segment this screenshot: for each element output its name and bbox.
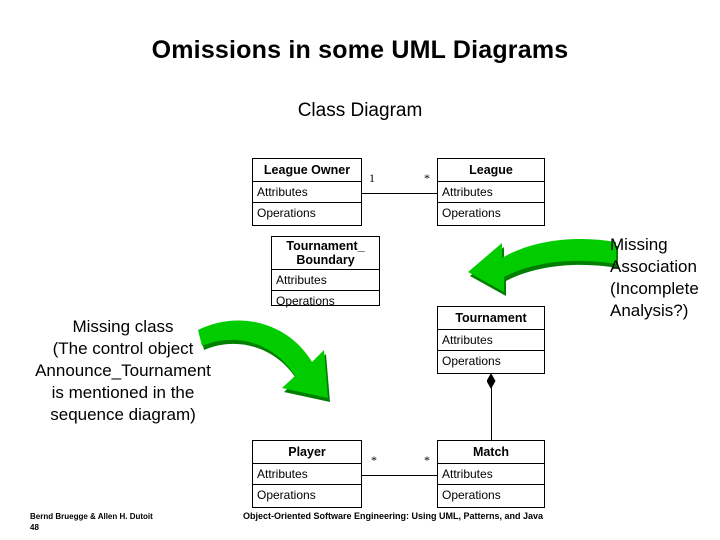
class-operations-league-owner: Operations [257, 206, 316, 220]
class-attributes-league: Attributes [438, 182, 544, 203]
class-operations-tournament: Operations [442, 354, 501, 368]
class-name-tournament: Tournament [438, 307, 544, 330]
class-operations-tournament-boundary: Operations [276, 294, 335, 308]
annotation-missing-class: Missing class (The control object Announ… [35, 317, 211, 424]
multiplicity-match: * [424, 453, 430, 467]
class-name-league-owner: League Owner [253, 159, 361, 182]
association-line-leagueowner-league [362, 193, 437, 194]
footer-authors: Bernd Bruegge & Allen H. Dutoit 48 [30, 511, 153, 533]
footer-book-title: Object-Oriented Software Engineering: Us… [243, 511, 544, 521]
footer-page-number: 48 [30, 523, 39, 532]
class-attributes-league-owner: Attributes [253, 182, 361, 203]
class-name-match: Match [438, 441, 544, 464]
multiplicity-player: * [371, 453, 377, 467]
composition-diamond-tournament [486, 373, 496, 389]
class-attributes-tournament-boundary: Attributes [272, 270, 379, 291]
annotation-missing-association: Missing Association (Incomplete Analysis… [610, 235, 699, 320]
association-line-player-match [362, 475, 437, 476]
multiplicity-leagueowner: 1 [369, 171, 375, 185]
green-arrow-missing-association-icon [458, 228, 618, 298]
class-name-tournament-boundary: Tournament_ Boundary [272, 237, 379, 270]
class-attributes-tournament: Attributes [438, 330, 544, 351]
uml-class-player[interactable]: Player Attributes Operations [252, 440, 362, 508]
class-name-league: League [438, 159, 544, 182]
footer-authors-text: Bernd Bruegge & Allen H. Dutoit [30, 512, 153, 521]
uml-class-match[interactable]: Match Attributes Operations [437, 440, 545, 508]
class-attributes-match: Attributes [438, 464, 544, 485]
uml-class-league-owner[interactable]: League Owner Attributes Operations [252, 158, 362, 226]
slide-subtitle: Class Diagram [297, 100, 423, 121]
uml-class-league[interactable]: League Attributes Operations [437, 158, 545, 226]
uml-class-tournament[interactable]: Tournament Attributes Operations [437, 306, 545, 374]
composition-line-tournament-match [491, 382, 492, 440]
class-operations-league: Operations [442, 206, 501, 220]
class-name-player: Player [253, 441, 361, 464]
uml-class-tournament-boundary[interactable]: Tournament_ Boundary Attributes Operatio… [271, 236, 380, 308]
multiplicity-league: * [424, 171, 430, 185]
class-operations-match: Operations [442, 488, 501, 502]
green-arrow-missing-class-icon [196, 306, 341, 402]
class-attributes-player: Attributes [253, 464, 361, 485]
class-operations-player: Operations [257, 488, 316, 502]
page-title: Omissions in some UML Diagrams [151, 36, 569, 64]
